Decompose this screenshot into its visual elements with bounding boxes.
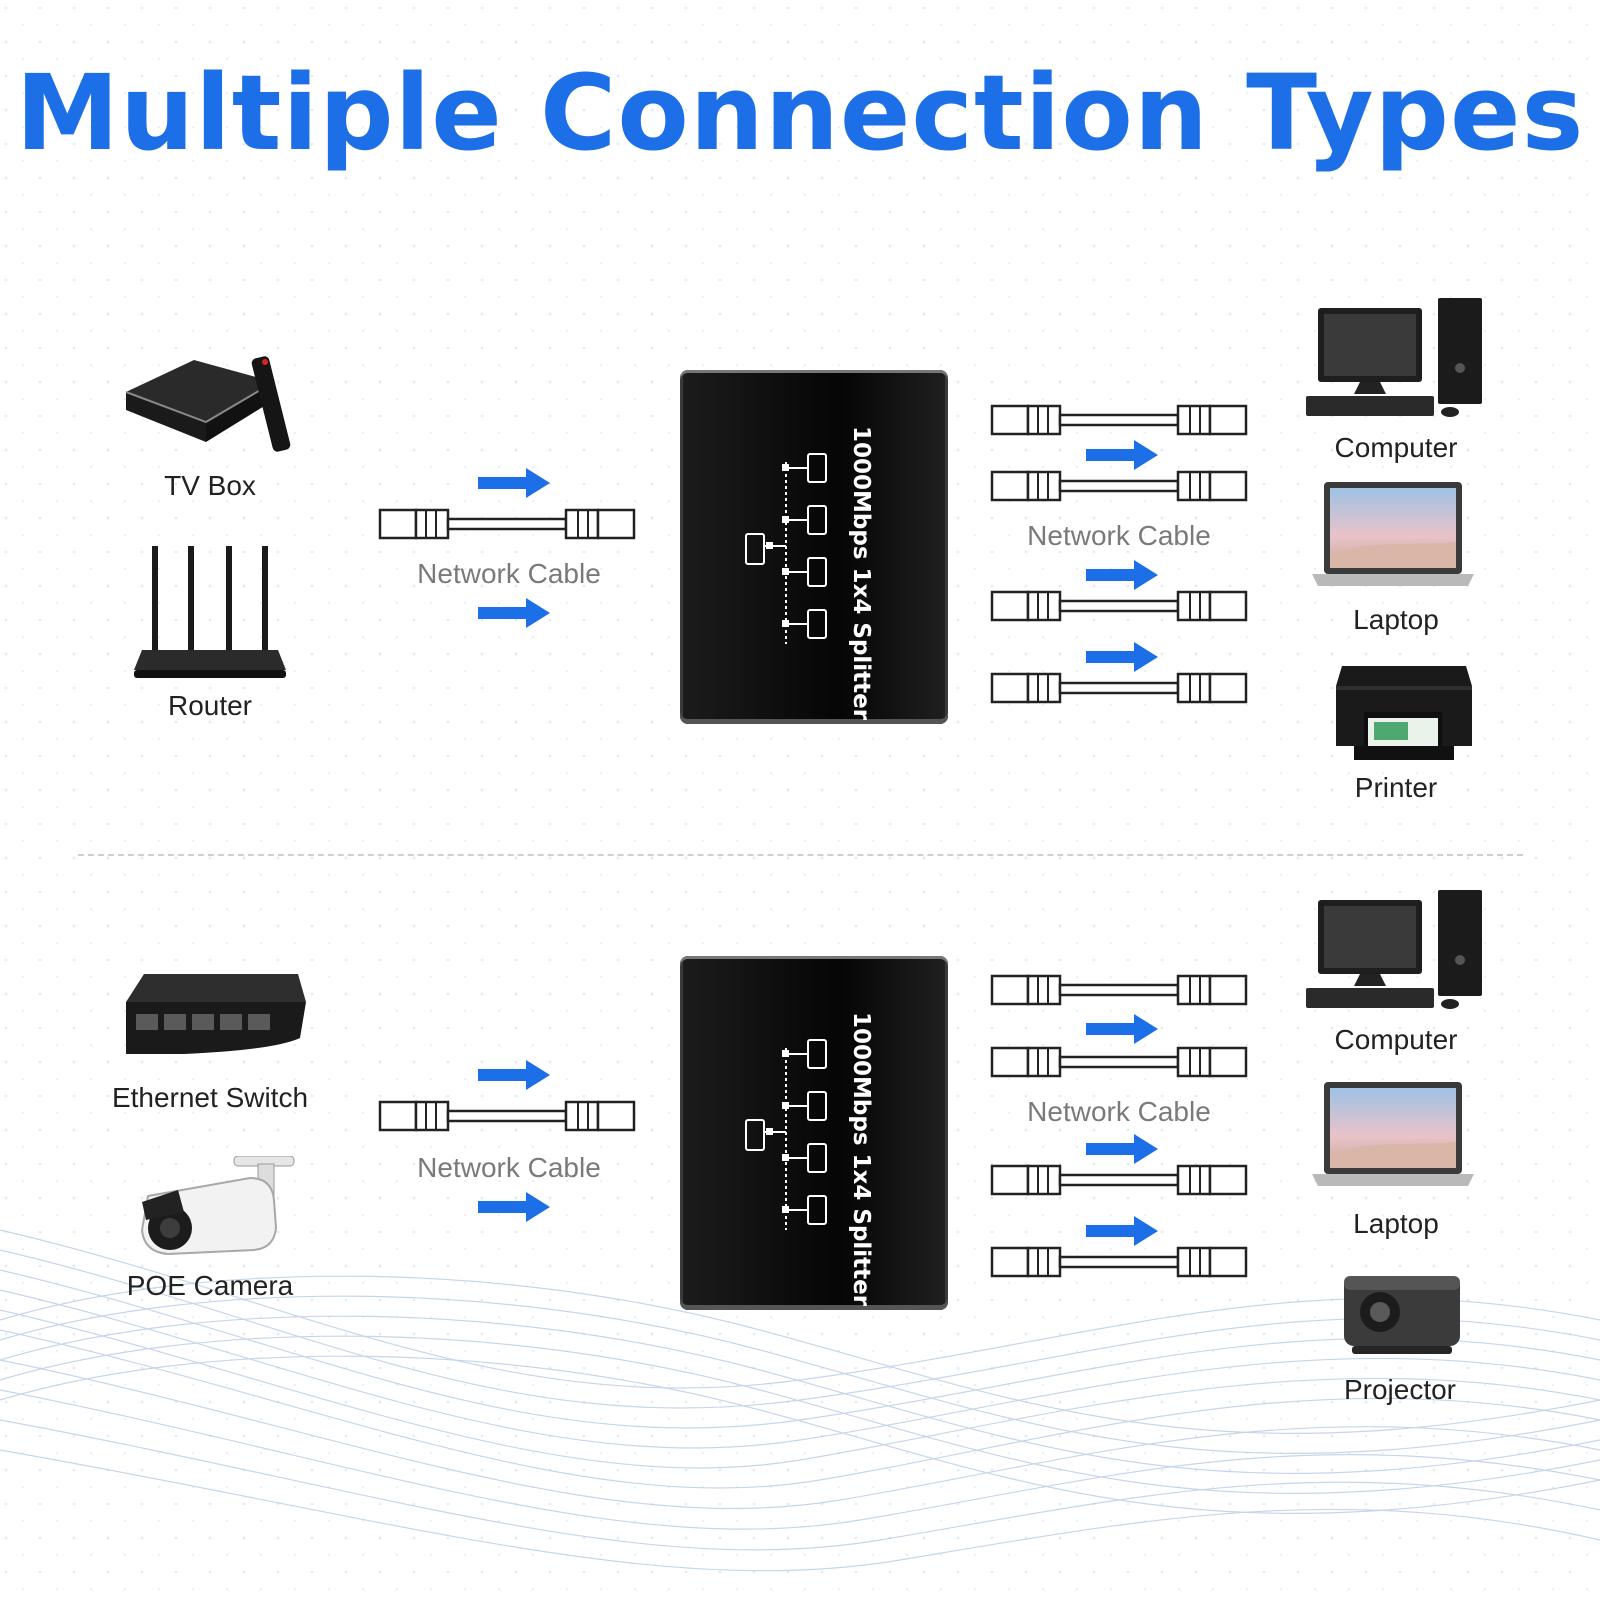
network-cable-icon xyxy=(990,404,1248,436)
arrow-right-icon xyxy=(1086,560,1158,590)
output-label-computer: Computer xyxy=(1334,1024,1458,1055)
network-cable-icon xyxy=(378,1100,636,1132)
router-icon xyxy=(134,546,286,678)
computer-icon xyxy=(1306,890,1482,1009)
laptop-icon xyxy=(1312,1082,1474,1186)
output-label-laptop: Laptop xyxy=(1353,1208,1439,1239)
page-title: Multiple Connection Types xyxy=(15,52,1585,174)
projector-icon xyxy=(1344,1276,1460,1354)
arrow-right-icon xyxy=(1086,1134,1158,1164)
splitter-device: 1000Mbps 1x4 Splitter xyxy=(680,956,948,1310)
poe-camera-icon xyxy=(140,1156,295,1256)
input-label-tv-box: TV Box xyxy=(164,470,256,501)
network-cable-icon xyxy=(990,1046,1248,1078)
output-label-laptop: Laptop xyxy=(1353,604,1439,635)
input-cable-label: Network Cable xyxy=(417,558,601,589)
network-cable-icon xyxy=(990,672,1248,704)
splitter-device: 1000Mbps 1x4 Splitter xyxy=(680,370,948,724)
printer-icon xyxy=(1336,666,1472,760)
splitter-label: 1000Mbps 1x4 Splitter xyxy=(848,426,874,721)
computer-icon xyxy=(1306,298,1482,417)
ethernet-switch-icon xyxy=(126,974,306,1054)
arrow-right-icon xyxy=(478,1192,550,1222)
network-topology-icon xyxy=(745,1039,827,1230)
input-label-poe-camera: POE Camera xyxy=(126,1270,294,1301)
arrow-right-icon xyxy=(478,468,550,498)
input-cable-label: Network Cable xyxy=(417,1152,601,1183)
output-label-printer: Printer xyxy=(1354,772,1438,803)
output-label-computer: Computer xyxy=(1334,432,1458,463)
output-cable-label: Network Cable xyxy=(1027,1096,1211,1127)
network-cable-icon xyxy=(990,1164,1248,1196)
network-cable-icon xyxy=(990,590,1248,622)
network-cable-icon xyxy=(990,1246,1248,1278)
output-cable-label: Network Cable xyxy=(1027,520,1211,551)
splitter-label: 1000Mbps 1x4 Splitter xyxy=(848,1012,874,1307)
arrow-right-icon xyxy=(478,598,550,628)
network-cable-icon xyxy=(990,470,1248,502)
arrow-right-icon xyxy=(1086,642,1158,672)
network-cable-icon xyxy=(378,508,636,540)
laptop-icon xyxy=(1312,482,1474,586)
input-label-router: Router xyxy=(167,690,253,721)
input-label-ethernet-switch: Ethernet Switch xyxy=(111,1082,309,1113)
arrow-right-icon xyxy=(1086,1014,1158,1044)
tv-box-icon xyxy=(125,356,291,452)
arrow-right-icon xyxy=(1086,440,1158,470)
section-divider xyxy=(78,854,1523,856)
network-cable-icon xyxy=(990,974,1248,1006)
output-label-projector: Projector xyxy=(1343,1374,1457,1405)
network-topology-icon xyxy=(745,453,827,644)
arrow-right-icon xyxy=(1086,1216,1158,1246)
arrow-right-icon xyxy=(478,1060,550,1090)
